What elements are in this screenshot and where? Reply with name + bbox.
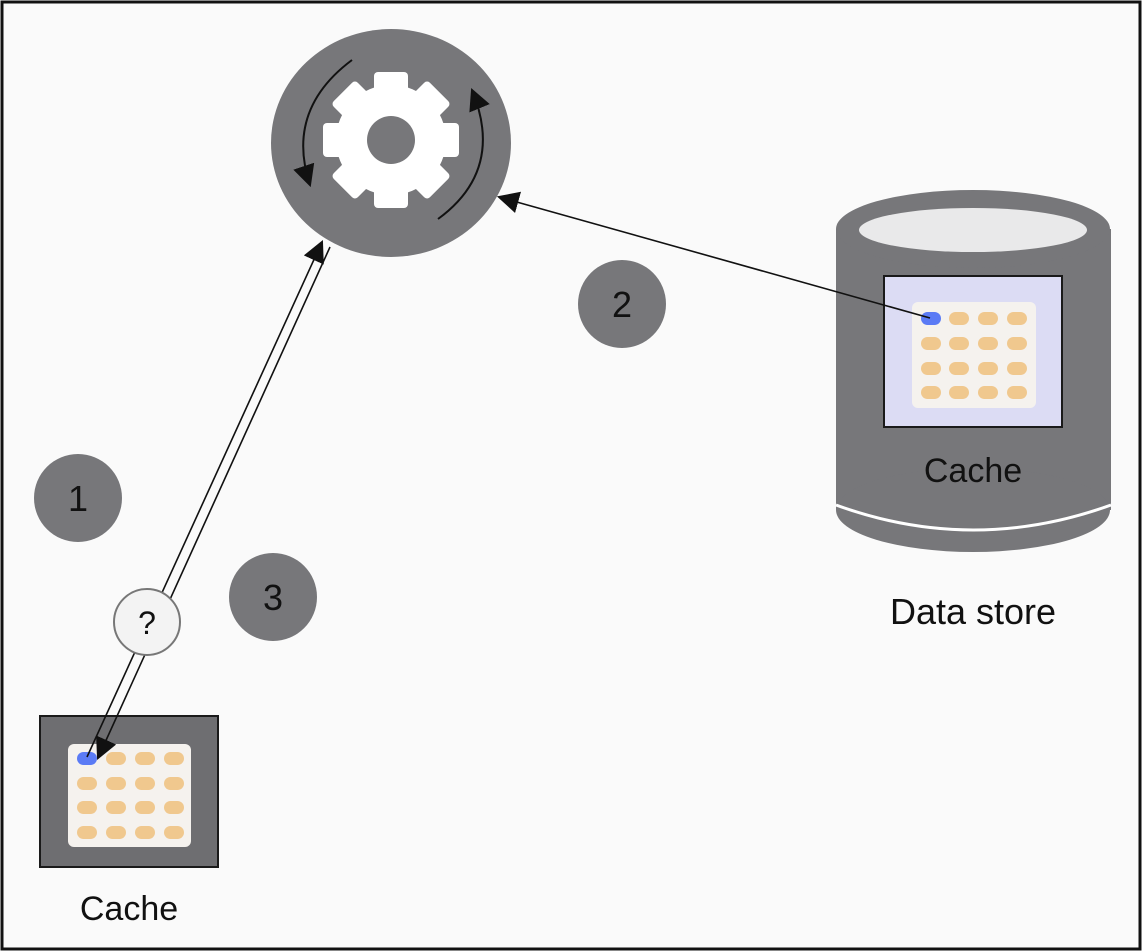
cylinder-bottom — [836, 468, 1110, 552]
local-cache-node — [39, 715, 219, 868]
rotation-arrow-right — [437, 87, 490, 220]
rotation-arrow-left — [293, 59, 353, 188]
gear-icon — [323, 72, 459, 208]
local-cache-grid — [68, 744, 191, 847]
local-cache-label: Cache — [80, 890, 178, 928]
step-badge-1: 1 — [34, 454, 122, 542]
local-highlighted-cell — [77, 752, 97, 765]
store-cache-cells — [921, 312, 1027, 399]
processor-node — [271, 29, 511, 257]
arrow-processor-to-cache — [96, 246, 331, 761]
step-number: 1 — [68, 478, 88, 519]
data-store-node: Cache — [835, 190, 1112, 552]
data-store-label: Data store — [890, 591, 1056, 632]
step-badge-2: 2 — [578, 260, 666, 348]
query-mark-text: ? — [138, 605, 156, 641]
arrow-store-to-processor — [496, 191, 931, 319]
query-marker: ? — [113, 588, 181, 656]
cylinder-top-surface — [859, 208, 1087, 252]
step-badge-3: 3 — [229, 553, 317, 641]
store-cache-grid — [912, 302, 1036, 408]
arrow-cache-to-processor — [86, 239, 324, 758]
step-number: 3 — [263, 577, 283, 618]
store-highlighted-cell — [921, 312, 941, 325]
store-cache-label: Cache — [924, 452, 1022, 490]
step-number: 2 — [612, 284, 632, 325]
